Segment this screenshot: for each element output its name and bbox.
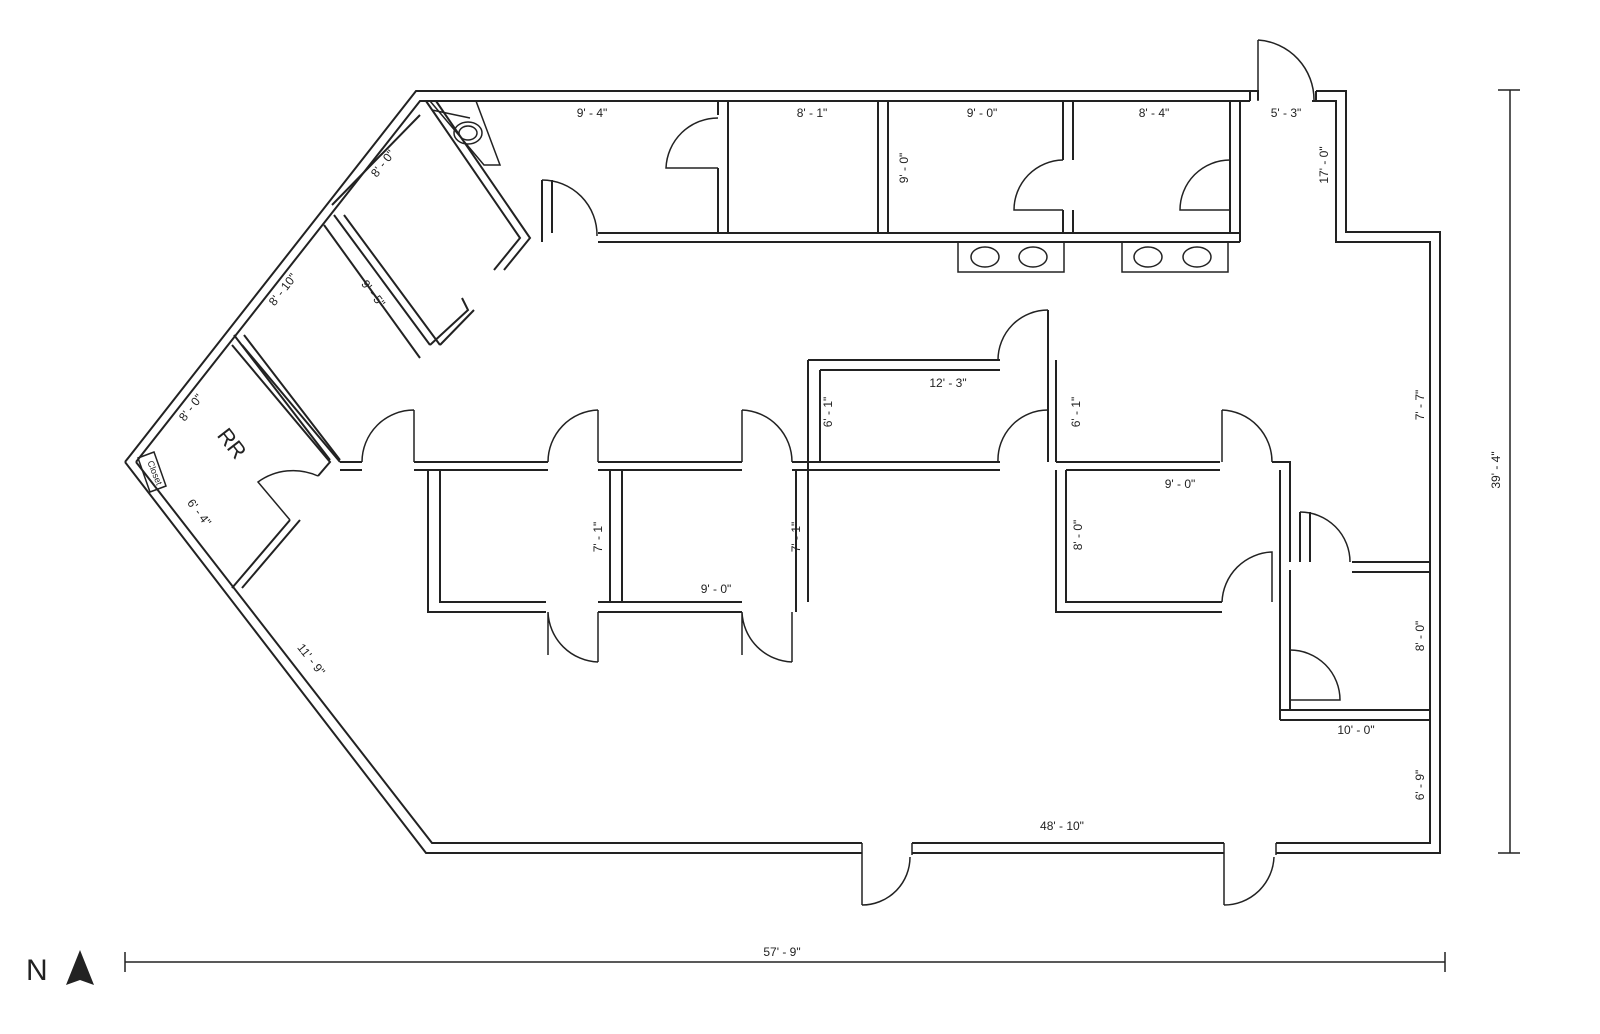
top-rooms <box>541 101 1241 243</box>
sinks <box>957 241 1229 273</box>
dim-overall-depth: 39' - 4" <box>1489 451 1503 488</box>
exterior-walls <box>124 90 1441 854</box>
north-label: N <box>26 954 48 987</box>
south-doors <box>861 843 1277 906</box>
dim-corridor-end: 5' - 3" <box>1271 106 1302 120</box>
dim-hall-width: 12' - 3" <box>929 376 966 390</box>
dim-corridor-end-depth: 17' - 0" <box>1317 146 1331 183</box>
dim-east-office-width: 10' - 0" <box>1337 723 1374 737</box>
dim-top-room-3: 9' - 0" <box>967 106 998 120</box>
dim-east-wall-lower: 6' - 9" <box>1413 770 1427 801</box>
overall-dimension-lines <box>124 89 1520 972</box>
dim-east-office-depth: 8' - 0" <box>1413 621 1427 652</box>
entry-door-north <box>1249 39 1317 101</box>
corner-vanity <box>429 100 502 166</box>
dim-restroom-depth: 6' - 4" <box>184 496 214 529</box>
dim-center-room-1-depth: 7' - 1" <box>591 522 605 553</box>
north-arrow-icon <box>66 950 94 985</box>
dim-top-room-1: 9' - 4" <box>577 106 608 120</box>
restroom-label: RR <box>212 423 251 463</box>
dim-east-wall-upper: 7' - 7" <box>1413 390 1427 421</box>
dim-top-room-4: 8' - 4" <box>1139 106 1170 120</box>
dim-hall-depth-right: 6' - 1" <box>1069 397 1083 428</box>
dim-hall-depth-left: 6' - 1" <box>821 397 835 428</box>
dim-overall-width: 57' - 9" <box>763 945 800 959</box>
dim-restroom-width: 8' - 0" <box>176 391 206 424</box>
east-rooms <box>1055 409 1430 721</box>
restroom <box>137 344 362 589</box>
dim-center-room-2-depth: 7' - 1" <box>789 522 803 553</box>
center-offices <box>361 309 1057 663</box>
dim-center-room-2-width: 9' - 0" <box>701 582 732 596</box>
dim-top-room-3-depth: 9' - 0" <box>897 153 911 184</box>
dim-top-room-2: 8' - 1" <box>797 106 828 120</box>
dim-east-room-width: 9' - 0" <box>1165 477 1196 491</box>
dim-south-wall: 48' - 10" <box>1040 819 1084 833</box>
compass: N <box>26 950 94 987</box>
dim-east-room-depth: 8' - 0" <box>1071 520 1085 551</box>
